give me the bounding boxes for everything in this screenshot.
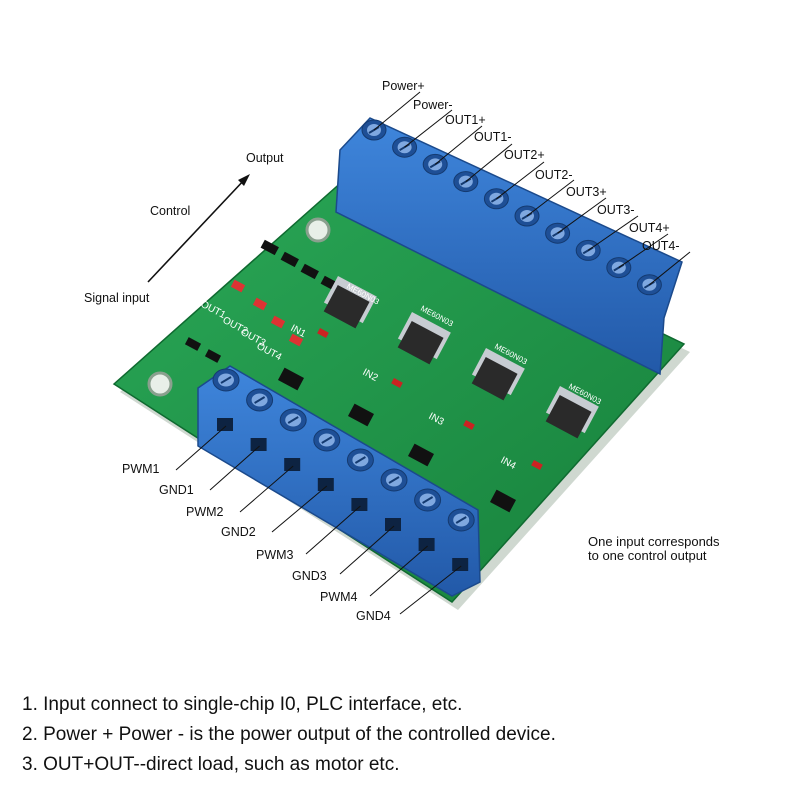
mounting-hole bbox=[147, 371, 173, 397]
leader-line bbox=[373, 91, 421, 131]
mounting-hole bbox=[305, 217, 331, 243]
instruction-item: 2. Power + Power - is the power output o… bbox=[22, 724, 556, 745]
leader-line bbox=[618, 233, 669, 269]
leader-line bbox=[465, 143, 513, 182]
terminal-screw bbox=[279, 408, 307, 471]
leader-lines bbox=[175, 91, 691, 615]
terminal-label-pwm2: PWM2 bbox=[186, 505, 224, 519]
leader-line bbox=[587, 215, 639, 251]
leader-line bbox=[496, 161, 545, 200]
leader-line bbox=[209, 445, 260, 491]
terminal-label-gnd3: GND3 bbox=[292, 569, 327, 583]
terminal-label-power-plus: Power+ bbox=[382, 79, 425, 93]
terminal-label-out1-minus: OUT1- bbox=[474, 130, 512, 144]
terminal-label-out2-plus: OUT2+ bbox=[504, 148, 545, 162]
terminal-screw bbox=[380, 468, 408, 531]
terminal-label-out3-plus: OUT3+ bbox=[566, 185, 607, 199]
terminal-label-out4-minus: OUT4- bbox=[642, 239, 680, 253]
bottom-terminal-block bbox=[197, 365, 481, 597]
terminal-screw bbox=[212, 368, 240, 431]
leader-line bbox=[175, 425, 227, 471]
leader-line bbox=[649, 251, 691, 286]
terminal-label-gnd2: GND2 bbox=[221, 525, 256, 539]
terminal-screw bbox=[346, 448, 374, 511]
terminal-label-out1-plus: OUT1+ bbox=[445, 113, 486, 127]
leader-line bbox=[526, 179, 575, 217]
leader-line bbox=[271, 485, 328, 533]
leader-line bbox=[305, 505, 361, 555]
leader-line bbox=[399, 565, 462, 615]
control-label: Control bbox=[150, 204, 191, 218]
instruction-item: 1. Input connect to single-chip I0, PLC … bbox=[22, 694, 463, 715]
instructions-list: 1. Input connect to single-chip I0, PLC … bbox=[22, 690, 792, 780]
terminal-label-out4-plus: OUT4+ bbox=[629, 221, 670, 235]
terminal-screw bbox=[246, 388, 274, 451]
terminal-screw bbox=[414, 488, 442, 551]
leader-line bbox=[434, 125, 483, 165]
mosfets bbox=[323, 276, 599, 439]
leader-line bbox=[339, 525, 395, 575]
note-line-1: One input corresponds bbox=[588, 534, 720, 549]
terminal-screw bbox=[447, 508, 475, 571]
note-line-2: to one control output bbox=[588, 548, 707, 563]
output-label: Output bbox=[246, 151, 284, 165]
terminal-label-gnd1: GND1 bbox=[159, 483, 194, 497]
terminal-label-out3-minus: OUT3- bbox=[597, 203, 635, 217]
instruction-item: 3. OUT+OUT--direct load, such as motor e… bbox=[22, 754, 400, 775]
leader-line bbox=[239, 465, 294, 513]
terminal-label-out2-minus: OUT2- bbox=[535, 168, 573, 182]
leader-line bbox=[557, 197, 607, 234]
terminal-label-power-minus: Power- bbox=[413, 98, 453, 112]
terminal-label-gnd4: GND4 bbox=[356, 609, 391, 623]
terminal-label-pwm4: PWM4 bbox=[320, 590, 358, 604]
control-arrow bbox=[147, 174, 250, 283]
leader-line bbox=[369, 545, 428, 597]
terminal-label-pwm1: PWM1 bbox=[122, 462, 160, 476]
signal-input-label: Signal input bbox=[84, 291, 150, 305]
terminal-screw bbox=[606, 257, 632, 279]
leader-line bbox=[404, 109, 453, 148]
terminal-screw bbox=[313, 428, 341, 491]
terminal-label-pwm3: PWM3 bbox=[256, 548, 294, 562]
